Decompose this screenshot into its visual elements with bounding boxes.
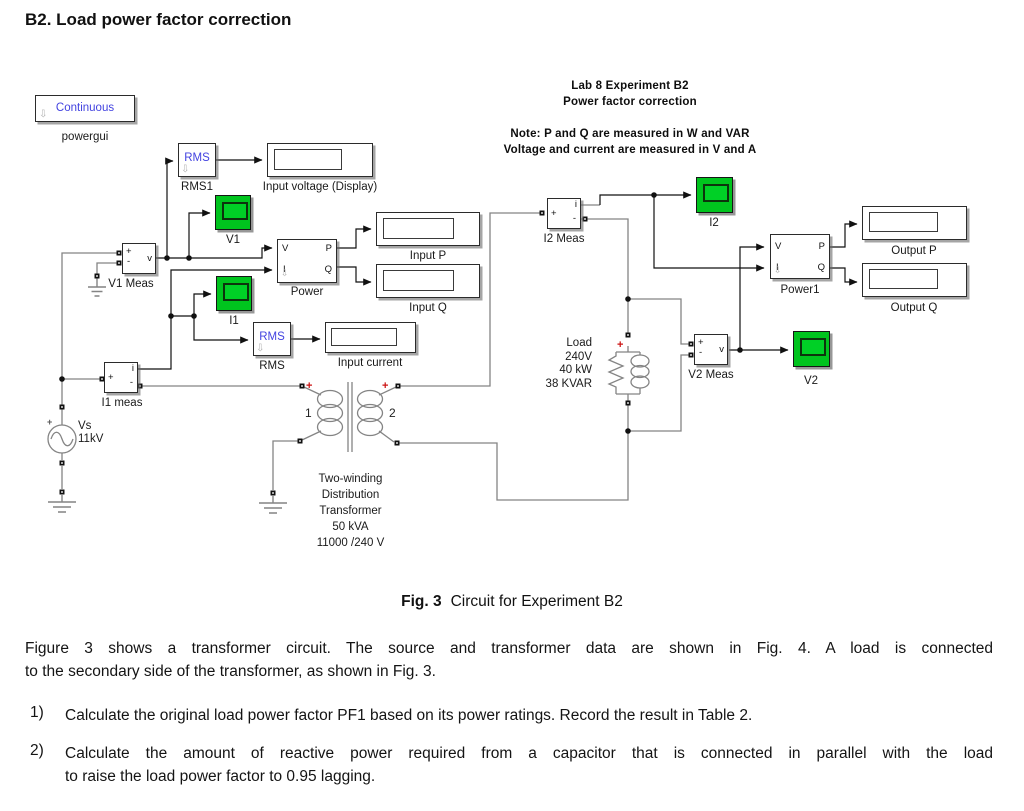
display-readout [274, 149, 342, 170]
list-item-text: Calculate the original load power factor… [65, 707, 753, 724]
winding-2-number: 2 [389, 406, 396, 420]
i2-meas-label: I2 Meas [543, 233, 585, 245]
power-label: Power [290, 286, 324, 298]
i2-scope-label: I2 [709, 217, 719, 229]
diagram-note: Note: P and Q are measured in W and VAR … [503, 128, 757, 156]
v2-scope-label: V2 [803, 375, 819, 387]
list-item-number: 1) [30, 704, 44, 721]
v2-meas-label: V2 Meas [688, 369, 734, 381]
v1-meas-block: + - v [122, 243, 156, 274]
down-arrow-icon: ⇩ [774, 266, 782, 276]
down-arrow-icon: ⇩ [181, 164, 190, 175]
v1-scope-label: V1 [225, 234, 241, 246]
display-readout [869, 269, 938, 289]
scope-screen [222, 202, 248, 220]
section-heading: B2. Load power factor correction [25, 10, 292, 29]
polarity-marks: + + + + [47, 339, 623, 427]
down-arrow-icon: ⇩ [281, 269, 289, 279]
input-current-display [325, 322, 416, 353]
diagram-title: Lab 8 Experiment B2 Power factor correct… [563, 80, 697, 108]
down-arrow-icon: ⇩ [39, 109, 48, 120]
i2-meas-block: + i - [547, 198, 581, 229]
down-arrow-icon: ⇩ [256, 343, 265, 354]
i1-meas-label: I1 meas [101, 397, 143, 409]
rms1-label: RMS1 [181, 181, 213, 193]
power-wires [61, 204, 689, 501]
svg-text:+: + [47, 417, 52, 427]
v1-scope [215, 195, 251, 230]
junction-dots [59, 192, 743, 434]
v2-scope [793, 331, 830, 367]
rms-block: RMS ⇩ [253, 322, 291, 356]
svg-text:+: + [617, 339, 623, 351]
power-block: V I ⇩ P Q [277, 239, 337, 283]
transformer-symbol: 1 2 [301, 382, 397, 452]
output-p-label: Output P [891, 245, 937, 257]
i2-scope [696, 177, 733, 213]
output-q-label: Output Q [890, 302, 938, 314]
winding-1-number: 1 [305, 406, 312, 420]
input-q-label: Input Q [409, 302, 447, 314]
powergui-label: powergui [61, 131, 109, 143]
rms1-block: RMS ⇩ [178, 143, 216, 177]
body-paragraph: Figure 3 shows a transformer circuit. Th… [25, 640, 993, 680]
display-readout [869, 212, 938, 232]
power1-block: V I ⇩ P Q [770, 234, 830, 279]
input-q-display [376, 264, 480, 298]
figure-caption-number: Fig. 3 [401, 593, 442, 610]
input-voltage-label: Input voltage (Display) [262, 181, 378, 193]
display-readout [383, 270, 454, 291]
load-label: Load 240V 40 kW 38 KVAR [545, 337, 592, 390]
powergui-text: Continuous [55, 102, 115, 114]
scope-screen [703, 184, 729, 202]
v2-meas-block: + - v [694, 334, 728, 365]
scope-screen [223, 283, 249, 301]
input-current-label: Input current [337, 357, 403, 369]
load-symbol [607, 346, 650, 401]
svg-text:+: + [382, 380, 388, 392]
output-q-display [862, 263, 967, 297]
output-p-display [862, 206, 967, 240]
power1-label: Power1 [780, 284, 820, 296]
i1-meas-block: + i - [104, 362, 138, 393]
display-readout [331, 328, 397, 346]
figure-caption-text: Circuit for Experiment B2 [450, 593, 623, 610]
port-squares [59, 210, 694, 496]
ground-symbols [48, 278, 287, 514]
rms-label: RMS [259, 360, 285, 372]
source-label: Vs 11kV [78, 420, 104, 445]
i1-scope-label: I1 [229, 315, 239, 327]
transformer-label: Two-winding Distribution Transformer 50 … [316, 473, 385, 549]
svg-text:+: + [306, 380, 312, 392]
input-p-label: Input P [409, 250, 447, 262]
i1-scope [216, 276, 252, 311]
figure-caption: Fig. 3 Circuit for Experiment B2 [0, 593, 1024, 611]
input-voltage-display [267, 143, 373, 177]
input-p-display [376, 212, 480, 246]
display-readout [383, 218, 454, 239]
list-item-number: 2) [30, 742, 44, 759]
powergui-block: Continuous ⇩ [35, 95, 135, 122]
scope-screen [800, 338, 826, 356]
list-item-text: Calculate the amount of reactive power r… [65, 745, 993, 785]
ac-source-symbol [47, 424, 77, 454]
v1-meas-label: V1 Meas [108, 278, 154, 290]
